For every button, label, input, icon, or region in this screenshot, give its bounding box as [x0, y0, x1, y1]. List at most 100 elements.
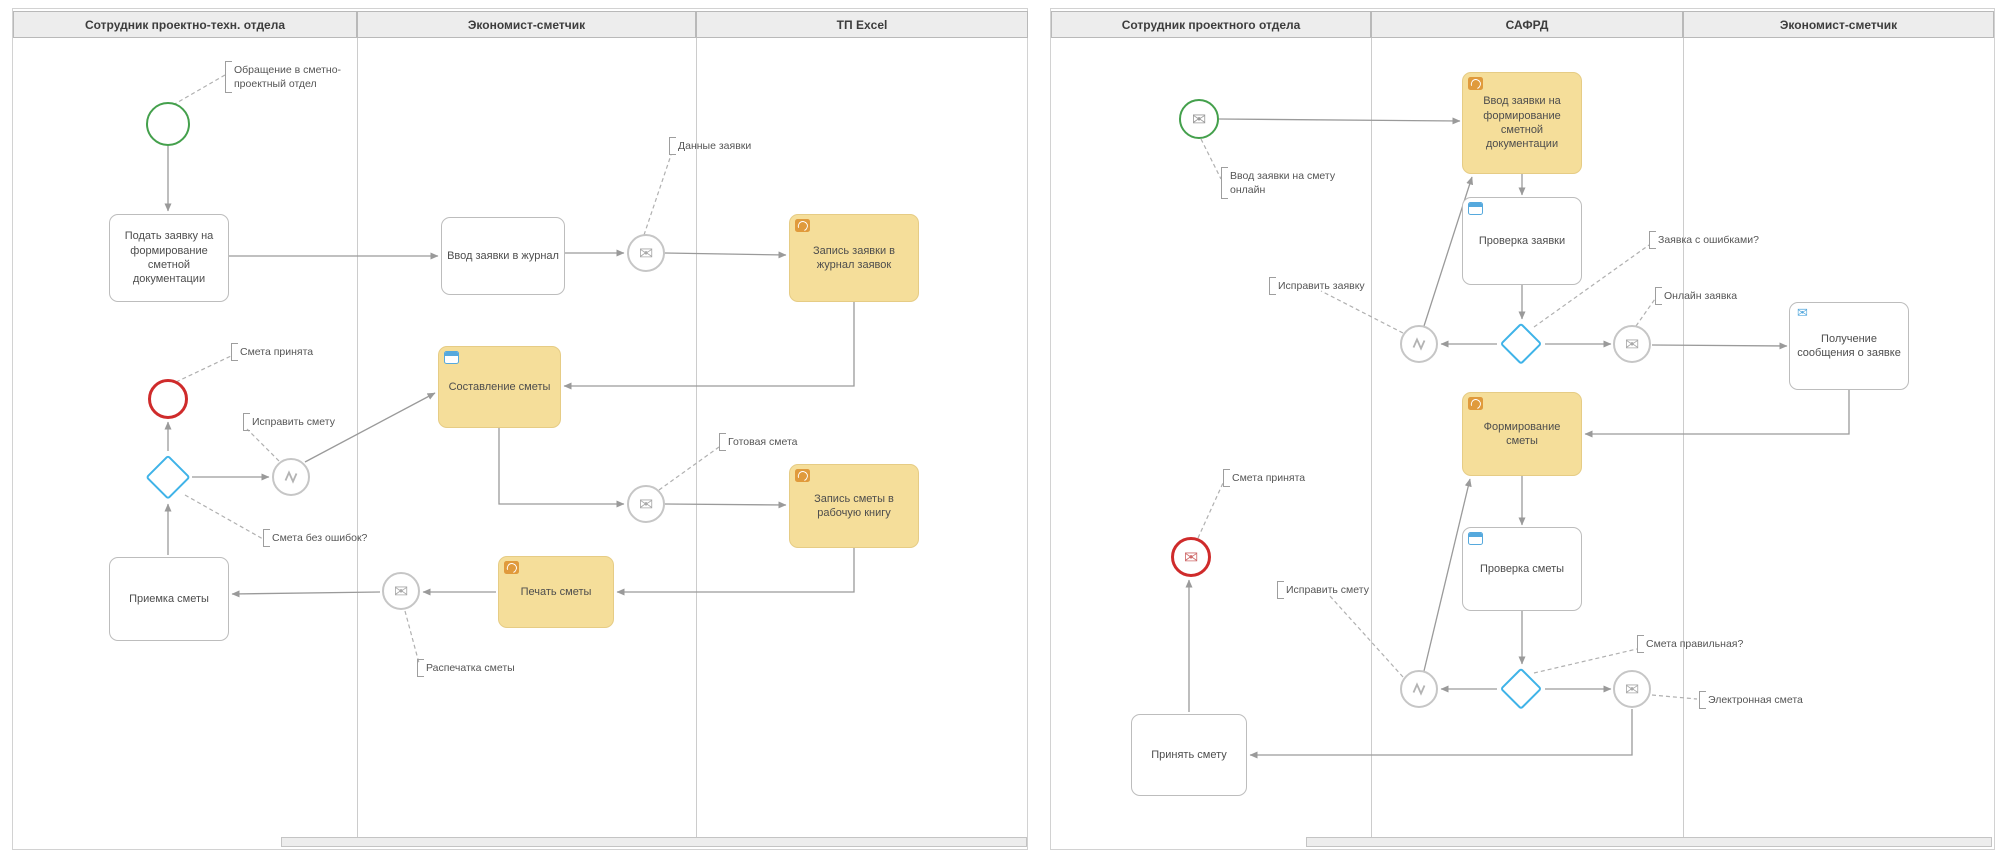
- collapsed-pool-bar: [1306, 837, 1992, 847]
- envelope-icon: ✉: [638, 494, 654, 514]
- annotation-text: Исправить смету: [252, 416, 335, 428]
- gateway-diamond-icon: [1499, 667, 1543, 711]
- annotation-text: Электронная смета: [1708, 694, 1803, 706]
- task-print-estimate: Печать сметы: [498, 556, 614, 628]
- message-event-printout: ✉: [382, 572, 420, 610]
- annotation-connector: [658, 446, 720, 491]
- annotation-connector: [404, 610, 420, 664]
- annotation-text: Смета правильная?: [1646, 638, 1744, 650]
- envelope-icon: ✉: [1624, 679, 1640, 699]
- annotation-connector: [184, 494, 264, 540]
- sequence-flow-arrow: [1218, 117, 1461, 125]
- link-event-fix-estimate: [272, 458, 310, 496]
- envelope-icon: ✉: [1191, 109, 1207, 129]
- task-submit-request: Подать заявку на формирование сметной до…: [109, 214, 229, 302]
- orange-icon: [1468, 77, 1483, 90]
- lane-header-1: Сотрудник проектно-техн. отдела: [13, 11, 357, 38]
- message-event-ready-estimate: ✉: [627, 485, 665, 523]
- envelope-icon: ✉: [1183, 547, 1199, 567]
- sequence-flow-arrow: [498, 428, 625, 508]
- task-label: Ввод заявки на формирование сметной доку…: [1483, 95, 1561, 151]
- task-label: Запись сметы в рабочую книгу: [814, 492, 894, 519]
- zigzag-icon: [1412, 337, 1426, 351]
- end-message-event: ✉: [1171, 537, 1211, 577]
- annotation-online-request-entry: Ввод заявки на смету онлайн: [1221, 167, 1339, 200]
- zigzag-icon: [284, 470, 298, 484]
- message-event-request-data: ✉: [627, 234, 665, 272]
- task-accept-estimate: Приемка сметы: [109, 557, 229, 641]
- annotation-estimate-correct: Смета правильная?: [1637, 635, 1775, 654]
- annotation-ready-estimate: Готовая смета: [719, 433, 829, 452]
- zigzag-icon: [1412, 682, 1426, 696]
- envelope-icon: ✉: [393, 581, 409, 601]
- annotation-request-data: Данные заявки: [669, 137, 779, 156]
- task-enter-request-online: Ввод заявки на формирование сметной доку…: [1462, 72, 1582, 174]
- orange-icon: [504, 561, 519, 574]
- annotation-text: Смета принята: [240, 346, 314, 358]
- sequence-flow-arrow: [1584, 390, 1850, 438]
- gateway-diamond-icon: [145, 454, 191, 500]
- annotation-connector: [175, 355, 232, 383]
- lane-header-3: ТП Excel: [696, 11, 1028, 38]
- annotation-text: Распечатка сметы: [426, 662, 515, 674]
- annotation-request-with-errors: Заявка с ошибками?: [1649, 231, 1785, 250]
- annotation-printout: Распечатка сметы: [417, 659, 549, 678]
- annotation-text: Смета без ошибок?: [272, 532, 368, 544]
- annotation-connector: [1200, 138, 1222, 180]
- annotation-connector: [1635, 298, 1656, 327]
- annotation-connector: [1651, 694, 1698, 700]
- annotation-connector: [246, 428, 280, 462]
- lane-header-3: Экономист-сметчик: [1683, 11, 1994, 38]
- annotation-text: Ввод заявки на смету онлайн: [1230, 170, 1336, 197]
- orange-icon: [795, 469, 810, 482]
- annotation-connector: [1533, 648, 1638, 674]
- link-event-fix-estimate: [1400, 670, 1438, 708]
- annotation-estimate-without-errors: Смета без ошибок?: [263, 529, 395, 548]
- task-accept-estimate: Принять смету: [1131, 714, 1247, 796]
- task-label: Приемка сметы: [129, 592, 209, 605]
- task-label: Запись заявки в журнал заявок: [813, 244, 895, 271]
- blue-window-icon: [444, 351, 459, 364]
- lane-header-2: САФРД: [1371, 11, 1683, 38]
- task-label: Подать заявку на формирование сметной до…: [124, 230, 214, 286]
- lane-divider: [357, 38, 358, 847]
- sequence-flow-arrow: [664, 501, 787, 509]
- task-label: Ввод заявки в журнал: [447, 249, 559, 262]
- sequence-flow-arrow: [1249, 709, 1633, 759]
- lane-header-2: Экономист-сметчик: [357, 11, 696, 38]
- task-check-request: Проверка заявки: [1462, 197, 1582, 285]
- annotation-connector: [1197, 482, 1224, 539]
- annotation-connector: [643, 154, 672, 236]
- gateway-diamond-icon: [1499, 322, 1543, 366]
- task-form-estimate: Формирование сметы: [1462, 392, 1582, 476]
- blue-window-icon: [1468, 202, 1483, 215]
- task-record-request-journal: Запись заявки в журнал заявок: [789, 214, 919, 302]
- lane-divider: [1371, 38, 1372, 847]
- gateway-request-with-errors: [1498, 321, 1544, 367]
- sequence-flow-arrow: [1651, 342, 1788, 350]
- annotation-text: Исправить заявку: [1278, 280, 1365, 292]
- annotation-text: Смета принята: [1232, 472, 1306, 484]
- annotation-text: Данные заявки: [678, 140, 752, 152]
- annotation-fix-estimate: Исправить смету: [1277, 581, 1399, 600]
- lane-divider: [1683, 38, 1684, 847]
- blue-envelope-icon: ✉: [1797, 305, 1808, 320]
- envelope-icon: ✉: [1624, 334, 1640, 354]
- message-event-online-request: ✉: [1613, 325, 1651, 363]
- annotation-estimate-accepted: Смета принята: [231, 343, 341, 362]
- annotation-electronic-estimate: Электронная смета: [1699, 691, 1839, 710]
- task-record-estimate-workbook: Запись сметы в рабочую книгу: [789, 464, 919, 548]
- task-label: Составление сметы: [448, 380, 551, 393]
- lane-header-1: Сотрудник проектного отдела: [1051, 11, 1371, 38]
- annotation-online-request: Онлайн заявка: [1655, 287, 1765, 306]
- envelope-icon: ✉: [638, 243, 654, 263]
- task-label: Получение сообщения о заявке: [1797, 332, 1901, 359]
- task-check-estimate: Проверка сметы: [1462, 527, 1582, 611]
- task-label: Проверка сметы: [1479, 562, 1565, 575]
- task-label: Печать сметы: [520, 585, 592, 598]
- gateway-estimate-correct: [1498, 666, 1544, 712]
- task-label: Проверка заявки: [1478, 234, 1566, 247]
- end-event: [148, 379, 188, 419]
- sequence-flow-arrow: [616, 548, 855, 596]
